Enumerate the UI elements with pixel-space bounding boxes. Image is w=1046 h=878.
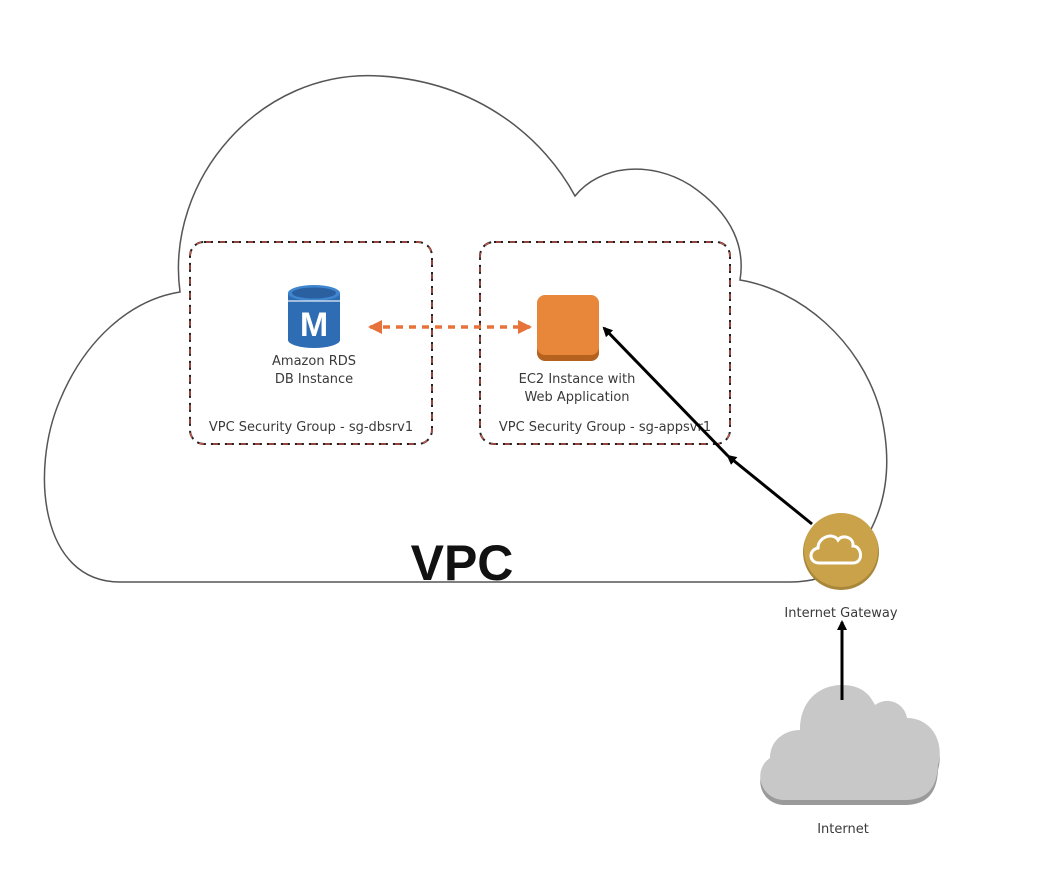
security-group-db: VPC Security Group - sg-dbsrv1 [189,241,433,445]
internet-gateway-label: Internet Gateway [784,606,897,621]
vpc-cloud-boundary [43,74,888,583]
internet-cloud-icon[interactable] [760,685,940,805]
rds-label-line1: Amazon RDS [272,354,356,369]
security-group-app: VPC Security Group - sg-appsvr1 [479,241,731,445]
internet-gateway[interactable] [803,513,879,590]
internet-label: Internet [817,822,869,837]
ec2-label-line2: Web Application [524,390,629,405]
security-group-db-label: VPC Security Group - sg-dbsrv1 [209,420,413,435]
vpc-label: VPC [411,535,514,591]
rds-database-icon[interactable]: M [288,285,340,348]
rds-label-line2: DB Instance [275,372,353,387]
rds-icon-letter: M [300,306,328,344]
gateway-to-sg-arrow [726,454,813,526]
gateway-cloud-icon [809,534,862,565]
sg-to-ec2-arrow [602,326,730,458]
ec2-instance-icon[interactable] [537,295,599,361]
ec2-label-line1: EC2 Instance with [519,372,636,387]
security-group-app-label: VPC Security Group - sg-appsvr1 [499,420,711,435]
